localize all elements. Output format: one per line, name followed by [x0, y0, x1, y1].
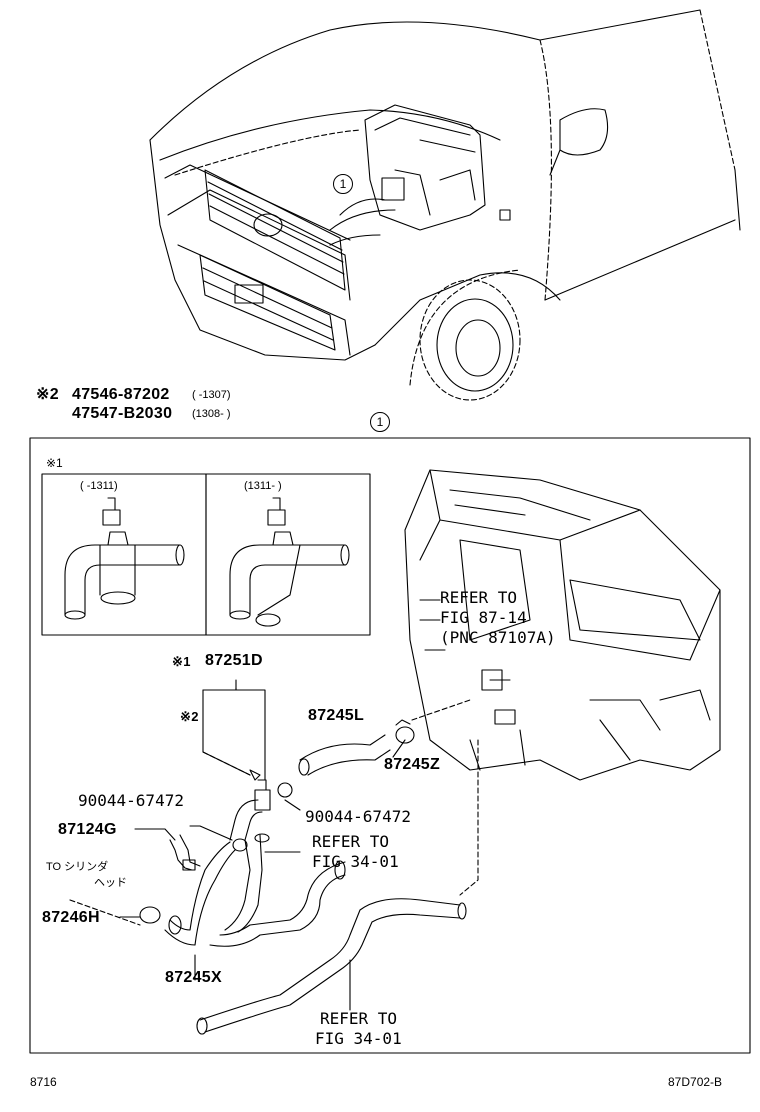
part-87245L: 87245L: [308, 707, 365, 724]
callout-marker-lower: 1: [370, 412, 390, 432]
variant-left-pipe: [64, 497, 185, 620]
to-cylinder-line1: TO シリンダ: [46, 861, 109, 873]
callout-lines: [119, 679, 406, 1011]
variant-box-left: [41, 473, 207, 636]
ref1-line1: REFER TO: [440, 588, 518, 607]
ref3-line1: REFER TO: [320, 1009, 398, 1028]
elbow-pipe: [229, 799, 263, 841]
ref1-line2: FIG 87-14: [440, 608, 527, 627]
variant-left-range: ( -1311): [80, 480, 118, 492]
detail-frame: [29, 437, 751, 1054]
clip-90044-left: [232, 838, 248, 852]
mark2-label: ※2: [180, 709, 199, 724]
range-47546: ( -1307): [192, 389, 231, 401]
clip-90044-right: [277, 782, 293, 798]
hose-lower-long: [196, 898, 467, 1035]
part-90044-right: 90044-67472: [305, 807, 411, 826]
note2-mark: ※2: [36, 386, 59, 403]
callout-marker-upper: 1: [333, 174, 353, 194]
footer-figure-code: 87D702-B: [668, 1075, 723, 1089]
part-number-47546: 47546-87202: [72, 386, 170, 403]
clamp-87246H: [139, 906, 161, 924]
part-87251D: 87251D: [205, 652, 263, 669]
part-90044-left: 90044-67472: [78, 791, 184, 810]
part-87245X: 87245X: [165, 969, 222, 986]
variant-right-range: (1311- ): [244, 480, 282, 492]
part-87124G: 87124G: [58, 821, 117, 838]
ref2-line2: FIG 34-01: [312, 852, 399, 871]
ref1-line3: (PNC 87107A): [440, 628, 556, 647]
ref2-line1: REFER TO: [312, 832, 390, 851]
part-87245Z: 87245Z: [384, 756, 441, 773]
nipple-87251D: [254, 779, 271, 811]
bracket-87124G: [169, 834, 201, 871]
hose-87245X: [164, 833, 346, 947]
vehicle-illustration: [149, 9, 741, 401]
range-47547: (1308- ): [192, 408, 231, 420]
part-number-47547: 47547-B2030: [72, 405, 173, 422]
ref3-line2: FIG 34-01: [315, 1029, 402, 1048]
heater-unit: [404, 469, 721, 781]
footer-page-code: 8716: [30, 1075, 57, 1089]
variant-box-right: [205, 473, 371, 636]
gasket: [249, 769, 261, 781]
note1-mark: ※1: [46, 456, 63, 470]
mark1-87251D: ※1: [172, 654, 191, 669]
part-87246H: 87246H: [42, 909, 100, 926]
clamp-87245Z: [395, 719, 415, 744]
to-cylinder-line2: ヘッド: [94, 877, 127, 889]
variant-right-pipe: [229, 497, 350, 627]
hose-87245L: [298, 734, 391, 776]
